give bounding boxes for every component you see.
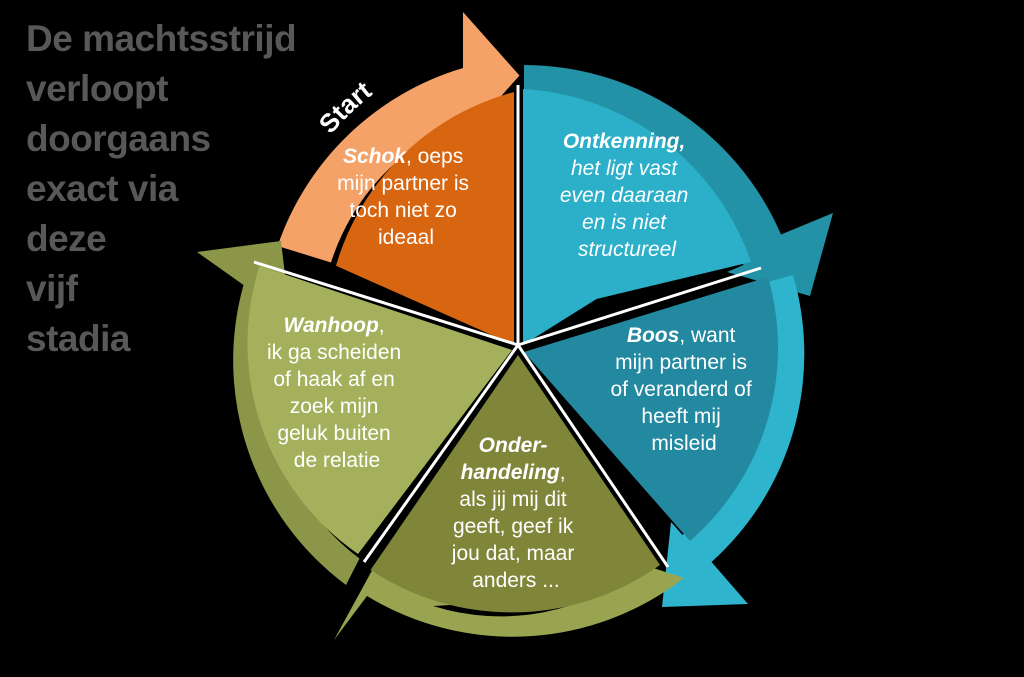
segment-onderhandeling[interactable]: Onder- handeling, als jij mij dit geeft,… xyxy=(334,355,684,640)
segment-onderhandeling-text: Onder- handeling, als jij mij dit geeft,… xyxy=(451,434,580,592)
pie-group: Start Schok, oeps mijn partner is toch n… xyxy=(197,12,833,640)
segment-wanhoop[interactable]: Wanhoop, ik ga scheiden of haak af en zo… xyxy=(197,241,512,585)
segment-boos-body xyxy=(524,277,778,541)
segment-wanhoop-text: Wanhoop, ik ga scheiden of haak af en zo… xyxy=(267,314,407,472)
segment-ontkenning-body xyxy=(523,89,751,345)
page-title: De machtsstrijd verloopt doorgaans exact… xyxy=(26,18,297,359)
segment-boos-text: Boos, want mijn partner is of veranderd … xyxy=(610,324,757,455)
segment-schok-text: Schok, oeps mijn partner is toch niet zo… xyxy=(337,145,475,249)
segment-schok-arrow xyxy=(277,12,520,263)
segment-ontkenning-text: Ontkenning, het ligt vast even daaraan e… xyxy=(560,130,694,261)
segment-boos[interactable]: Boos, want mijn partner is of veranderd … xyxy=(524,275,805,607)
segment-dividers xyxy=(253,85,762,568)
segment-wanhoop-body xyxy=(247,266,512,554)
segment-onderhandeling-arrow xyxy=(334,565,684,640)
segment-schok-body xyxy=(336,92,514,345)
segment-onderhandeling-body xyxy=(370,355,660,613)
segment-ontkenning[interactable]: Ontkenning, het ligt vast even daaraan e… xyxy=(523,65,833,345)
segment-wanhoop-arrow xyxy=(197,241,360,585)
